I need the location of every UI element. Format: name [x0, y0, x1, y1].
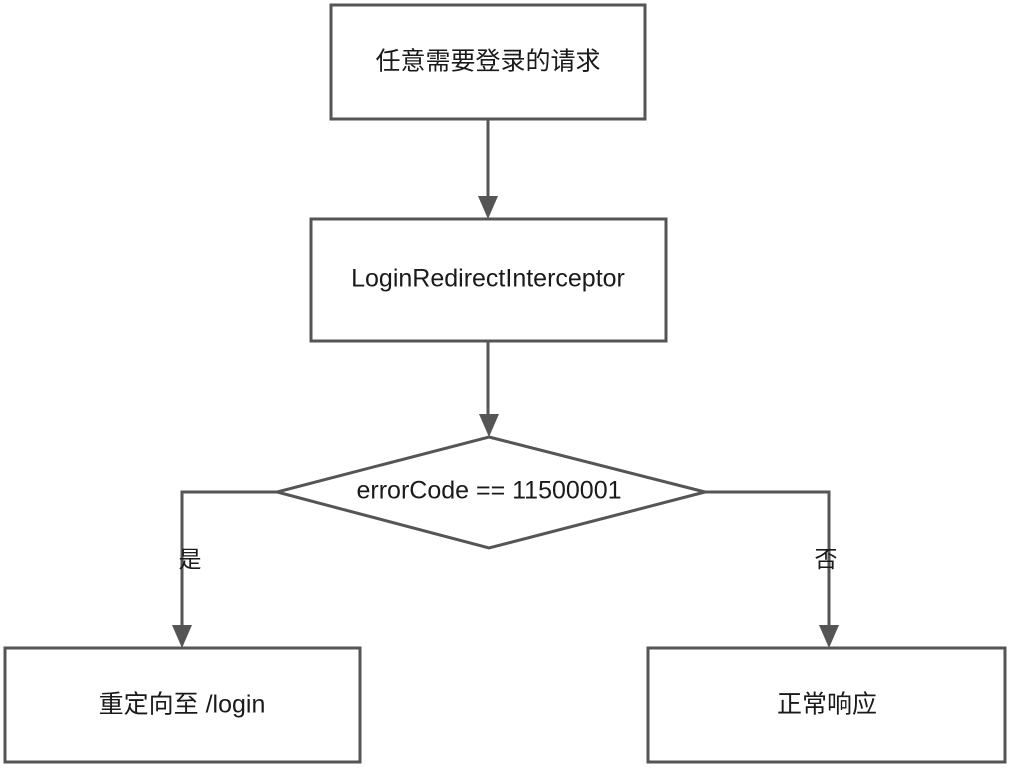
edge-condition-to-redirect: 是	[172, 490, 277, 648]
edge-label-yes: 是	[179, 546, 202, 572]
node-normal[interactable]: 正常响应	[646, 646, 1007, 764]
arrow-head-icon	[478, 196, 498, 219]
node-condition-shape[interactable]	[271, 435, 706, 550]
edge-condition-to-normal: 否	[705, 490, 839, 648]
node-interceptor[interactable]: LoginRedirectInterceptor	[309, 217, 668, 343]
node-redirect-shape[interactable]	[3, 646, 362, 764]
node-interceptor-shape[interactable]	[309, 217, 668, 343]
edge-line	[705, 490, 831, 631]
node-normal-label: 正常响应	[777, 691, 877, 719]
arrow-head-icon	[172, 625, 192, 648]
edge-label-no: 否	[815, 546, 838, 572]
arrow-head-icon	[819, 625, 839, 648]
edge-interceptor-to-condition	[479, 341, 499, 437]
node-redirect[interactable]: 重定向至 /login	[3, 646, 362, 764]
node-request-shape[interactable]	[329, 3, 647, 121]
node-condition[interactable]: errorCode == 11500001	[271, 435, 706, 550]
node-request-label: 任意需要登录的请求	[375, 48, 600, 76]
arrow-head-icon	[479, 414, 499, 437]
node-request[interactable]: 任意需要登录的请求	[329, 3, 647, 121]
edge-request-to-interceptor	[478, 119, 498, 219]
node-normal-shape[interactable]	[646, 646, 1007, 764]
node-redirect-label: 重定向至 /login	[99, 691, 266, 719]
edge-line	[180, 490, 277, 631]
node-interceptor-label: LoginRedirectInterceptor	[351, 265, 625, 293]
node-condition-label: errorCode == 11500001	[356, 477, 621, 505]
